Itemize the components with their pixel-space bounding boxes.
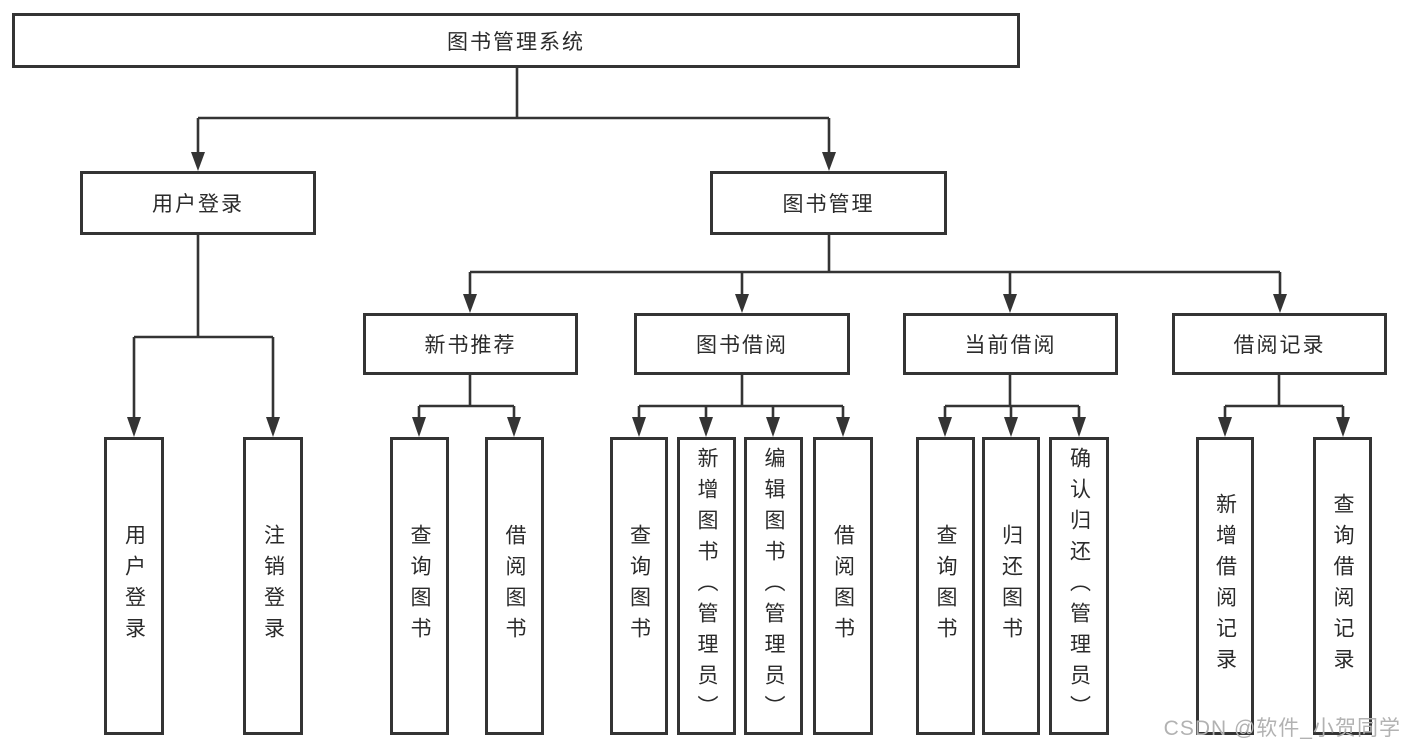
leaf-logout: 注销登录 (243, 437, 303, 735)
leaf-borrow-books: 借阅图书 (813, 437, 873, 735)
node-current-borrowing: 当前借阅 (903, 313, 1118, 375)
leaf-add-book-admin: 新增图书（管理员） (677, 437, 736, 735)
leaf-label: 查询借阅记录 (1331, 493, 1354, 679)
leaf-confirm-return-admin: 确认归还（管理员） (1049, 437, 1109, 735)
leaf-query-books-borrow: 查询图书 (610, 437, 668, 735)
leaf-return-book: 归还图书 (982, 437, 1040, 735)
leaf-label: 新增借阅记录 (1213, 493, 1237, 679)
node-user-login: 用户登录 (80, 171, 316, 235)
csdn-watermark: CSDN @软件_小贺同学 (1163, 717, 1401, 740)
leaf-label: 新增图书（管理员） (695, 446, 718, 726)
node-new-book-recommendation: 新书推荐 (363, 313, 578, 375)
node-label: 用户登录 (152, 193, 244, 216)
leaf-label: 借阅图书 (503, 524, 526, 648)
leaf-label: 注销登录 (261, 524, 285, 648)
leaf-label: 查询图书 (934, 524, 957, 648)
leaf-query-books-current: 查询图书 (916, 437, 975, 735)
leaf-label: 查询图书 (627, 524, 651, 648)
node-book-borrowing: 图书借阅 (634, 313, 850, 375)
leaf-label: 确认归还（管理员） (1067, 446, 1091, 726)
leaf-borrow-books-recommend: 借阅图书 (485, 437, 544, 735)
node-root-library-system: 图书管理系统 (12, 13, 1020, 68)
node-label: 图书管理 (782, 193, 875, 216)
leaf-label: 归还图书 (999, 524, 1023, 648)
node-borrowing-records: 借阅记录 (1172, 313, 1387, 375)
leaf-query-books-recommend: 查询图书 (390, 437, 449, 735)
node-label: 图书借阅 (696, 334, 788, 357)
node-label: 新书推荐 (424, 334, 517, 357)
leaf-add-borrow-record: 新增借阅记录 (1196, 437, 1254, 735)
leaf-query-borrow-record: 查询借阅记录 (1313, 437, 1372, 735)
leaf-edit-book-admin: 编辑图书（管理员） (744, 437, 803, 735)
leaf-label: 查询图书 (408, 524, 431, 648)
node-label: 当前借阅 (964, 334, 1057, 357)
leaf-label: 编辑图书（管理员） (762, 446, 785, 726)
leaf-user-login: 用户登录 (104, 437, 164, 735)
node-book-management: 图书管理 (710, 171, 947, 235)
leaf-label: 借阅图书 (831, 524, 855, 648)
node-label: 图书管理系统 (447, 30, 585, 54)
node-label: 借阅记录 (1233, 334, 1326, 357)
leaf-label: 用户登录 (122, 524, 146, 648)
